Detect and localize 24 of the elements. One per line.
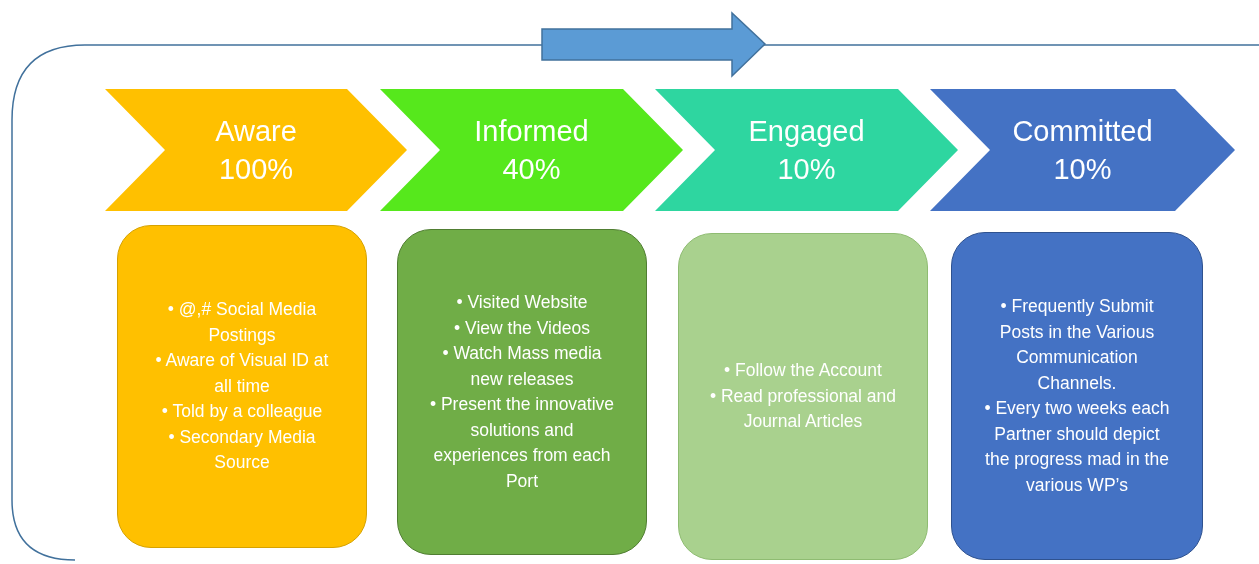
stage-title: Informed bbox=[474, 114, 589, 149]
bullet-item: • @,# Social Media Postings bbox=[166, 298, 318, 347]
stage-card bbox=[397, 229, 647, 555]
stage-card bbox=[678, 233, 928, 560]
bullet-item: • Follow the Account bbox=[723, 359, 883, 383]
bullet-item: • Told by a colleague bbox=[160, 400, 324, 424]
stage-percentage: 40% bbox=[502, 152, 561, 187]
stage-title: Aware bbox=[215, 114, 297, 149]
bullet-item: • Frequently Submit Posts in the Various Communication Channels. bbox=[998, 295, 1156, 395]
stage-card bbox=[951, 232, 1203, 560]
bullet-item: • Read professional and Journal Articles bbox=[708, 384, 898, 434]
stage-percentage: 10% bbox=[777, 152, 836, 187]
bullet-item: • View the Videos bbox=[453, 316, 591, 340]
bullet-item: • Visited Website bbox=[455, 291, 589, 314]
stage-card bbox=[117, 225, 367, 548]
bullet-item: • Present the innovative solutions and experiences from each Port bbox=[428, 393, 616, 493]
bullet-item: • Secondary Media Source bbox=[167, 425, 317, 475]
bullet-item: • Aware of Visual ID at all time bbox=[154, 349, 330, 398]
stage-percentage: 10% bbox=[1053, 152, 1112, 187]
stage-title: Committed bbox=[1012, 114, 1153, 149]
stage-percentage: 100% bbox=[218, 152, 294, 187]
bullet-item: • Watch Mass media new releases bbox=[441, 342, 603, 391]
stage-title: Engaged bbox=[748, 114, 865, 149]
bullet-item: • Every two weeks each Partner should depict the progress mad in the various WP’s bbox=[983, 397, 1171, 497]
